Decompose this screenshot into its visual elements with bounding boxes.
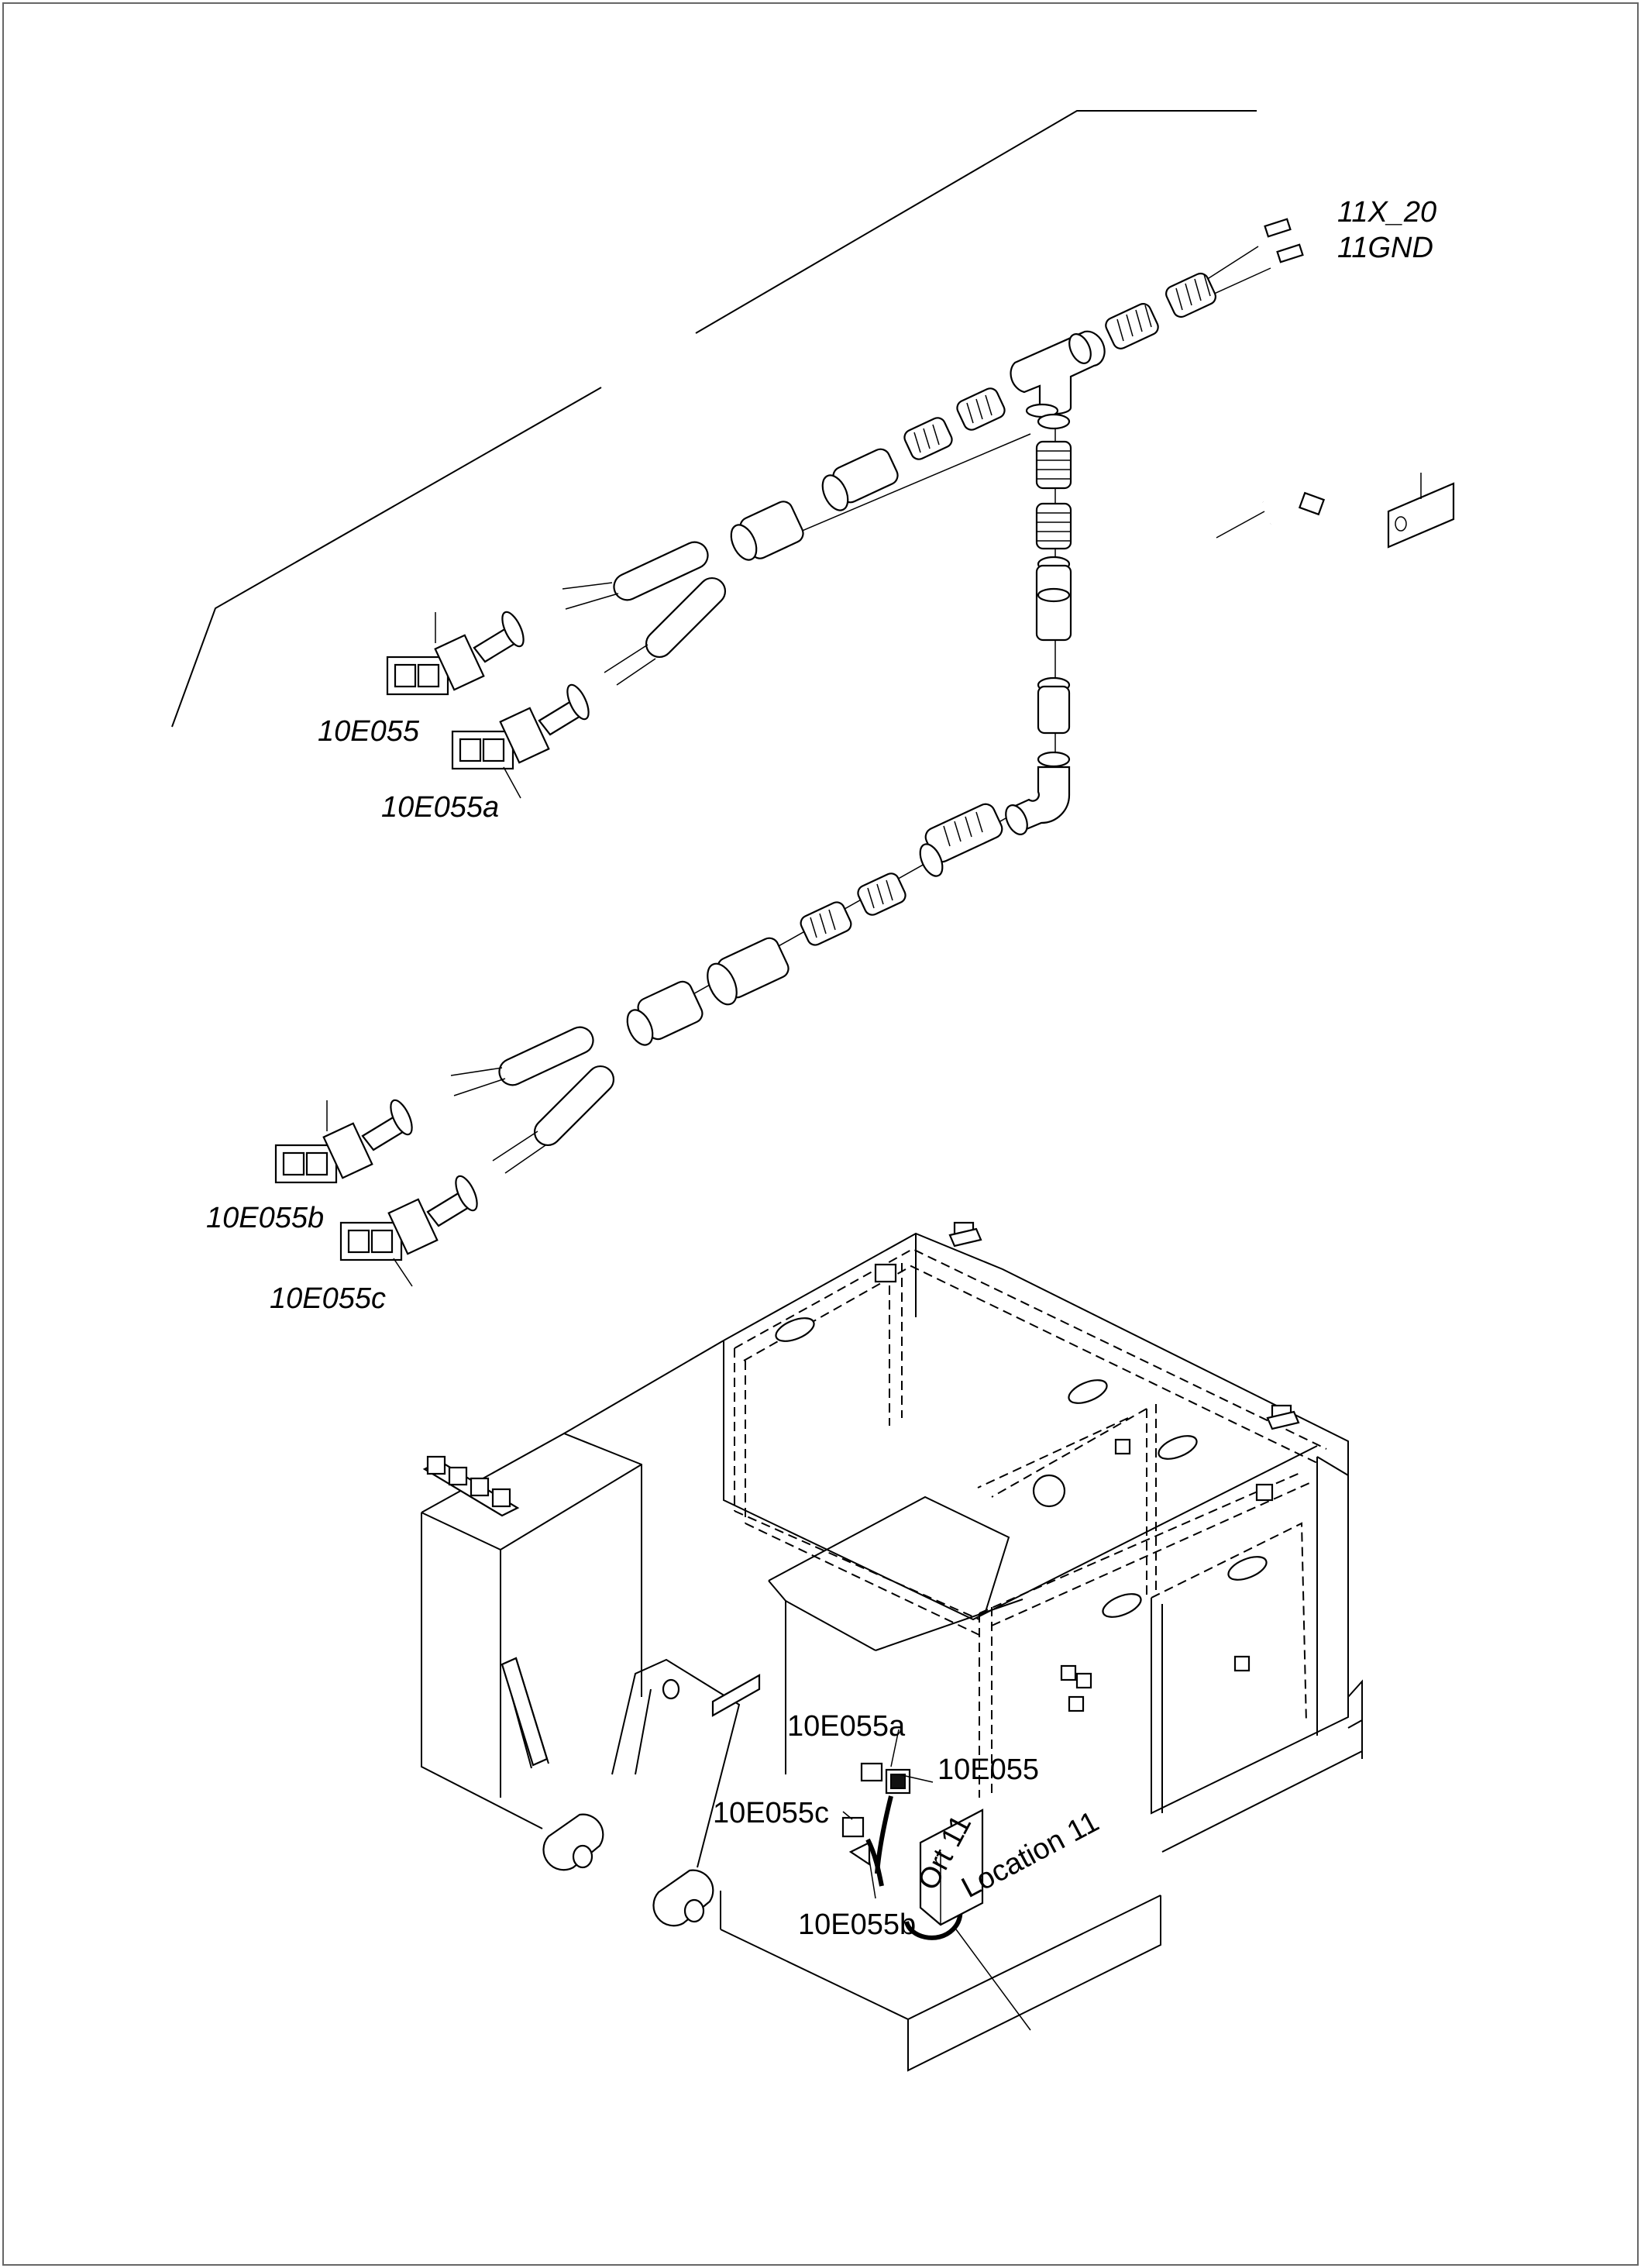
- pin-terminals: [1197, 218, 1304, 299]
- label-11x-20: 11X_20: [1337, 196, 1436, 229]
- cable-tie: [1216, 491, 1326, 608]
- upper-cable-sleeves: [562, 541, 727, 686]
- connector-10e055: [386, 611, 525, 696]
- connector-10e055c: [339, 1175, 478, 1287]
- exploded-harness: [171, 110, 1455, 1287]
- upper-coupler-chain: [730, 387, 1006, 561]
- junction-box-ort-11: [919, 1809, 984, 1926]
- label-plate: [1387, 473, 1455, 549]
- left-top-connectors: [422, 1455, 520, 1517]
- chassis-frame: [421, 1221, 1363, 2072]
- connector-10e055a: [451, 683, 590, 799]
- lower-coupler-chain: [626, 803, 1003, 1046]
- chassis-label-10e055: 10E055: [937, 1753, 1039, 1786]
- lifting-lug-left: [542, 1813, 604, 1871]
- top-clamp-1: [948, 1221, 982, 1248]
- chassis-label-10e055a: 10E055a: [787, 1710, 906, 1743]
- corrugated-sleeve-top: [1105, 272, 1216, 349]
- lifting-lug-right: [652, 1869, 714, 1927]
- label-10e055: 10E055: [318, 715, 420, 748]
- label-10e055b: 10E055b: [206, 1202, 324, 1234]
- label-10e055c: 10E055c: [270, 1282, 386, 1315]
- t-piece-fitting: [1010, 330, 1106, 418]
- leader-top: [695, 110, 1257, 334]
- lower-cable-sleeves: [450, 1026, 615, 1174]
- upper-branch-axis: [774, 433, 1031, 543]
- top-clamp-2: [1266, 1404, 1300, 1430]
- connector-10e055b: [274, 1099, 413, 1184]
- label-10e055a: 10E055a: [381, 791, 499, 824]
- label-11gnd: 11GND: [1337, 232, 1433, 264]
- vertical-conduit-parts: [1035, 413, 1072, 768]
- chassis-label-10e055c: 10E055c: [713, 1797, 829, 1829]
- leader-left: [171, 387, 602, 728]
- chassis-label-10e055b: 10E055b: [798, 1908, 916, 1941]
- elbow-fitting: [1005, 766, 1071, 835]
